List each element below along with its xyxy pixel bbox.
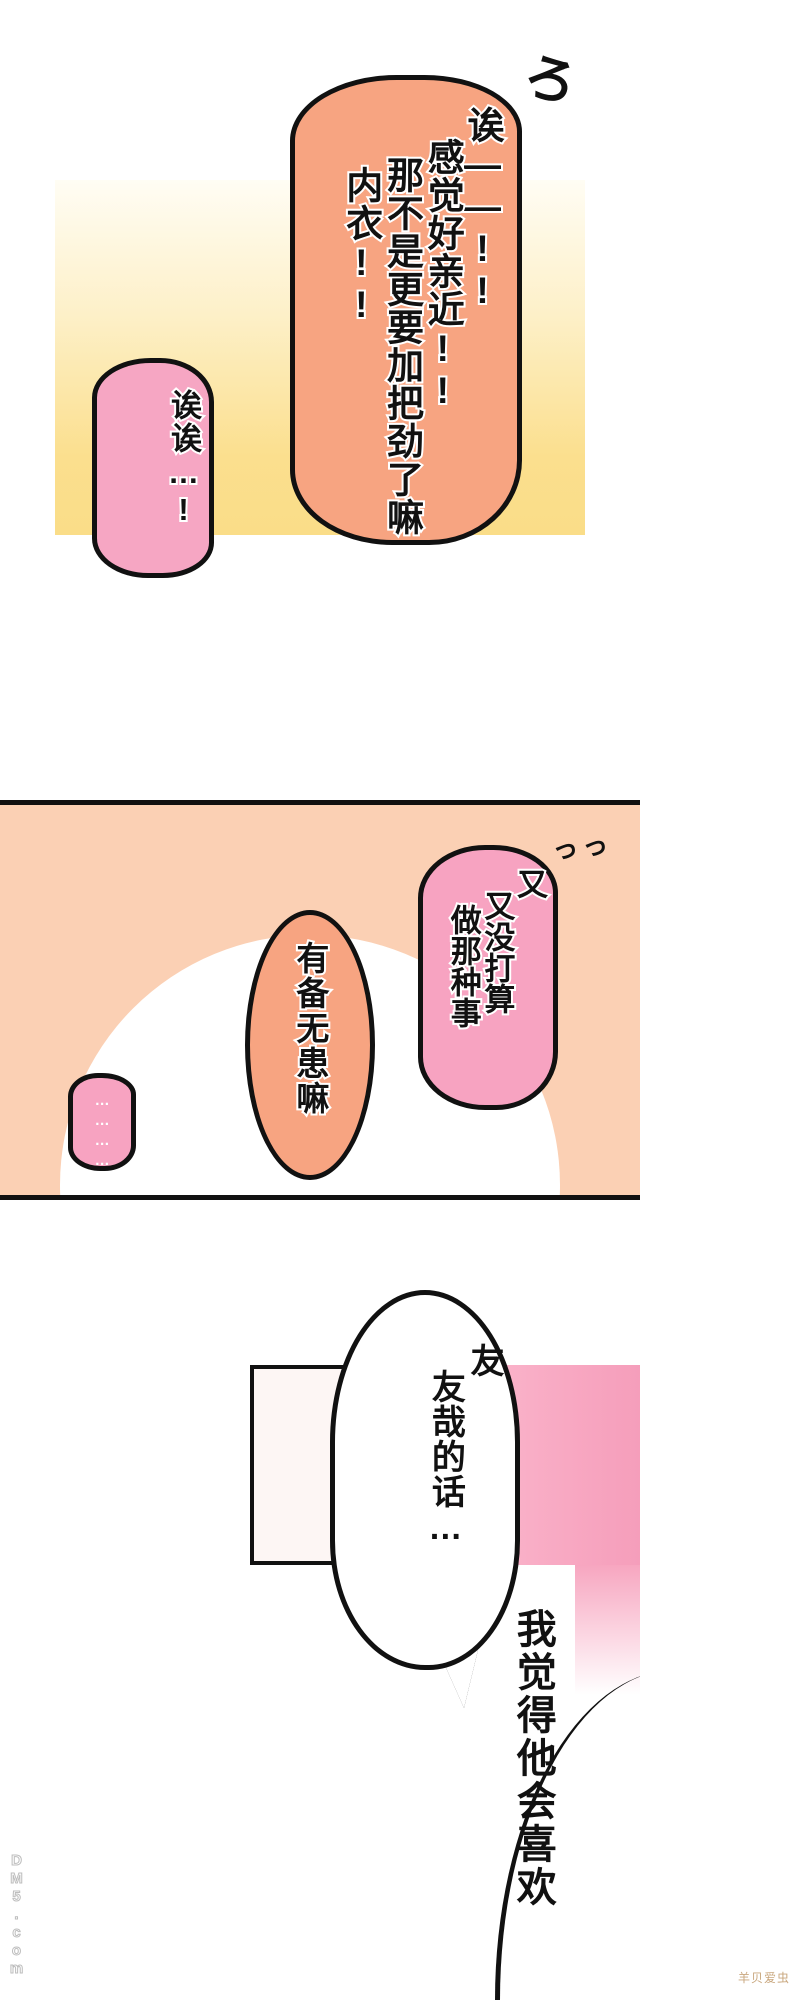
shout-effect-mark: ろ: [516, 45, 584, 117]
credit-watermark: 羊贝爱虫: [737, 1971, 790, 1985]
bubble-pink-panel2-line-3: 做那种事: [444, 902, 483, 1030]
bubble-pink-panel2-line-2: 又没打算: [477, 888, 516, 1016]
speech-bubble-dots-panel2: …………: [68, 1073, 136, 1172]
bubble-white-panel3-line-1: 友: [465, 1343, 503, 1378]
speech-bubble-shout: 诶——!! 感觉好亲近!! 那不是更要加把劲了嘛 内衣!!: [290, 75, 522, 545]
speech-bubble-pink-panel1: 诶诶…!: [92, 358, 214, 578]
bubble-shout-line-3: 那不是更要加把劲了嘛: [380, 154, 425, 538]
thought-effect-mark: っっ: [550, 828, 614, 866]
speech-bubble-pink-panel2: 又 又没打算 做那种事: [418, 845, 558, 1110]
speech-bubble-orange-panel2: 有备无患嘛: [245, 910, 375, 1180]
bubble-white-panel3-line-2: 友哉的话…: [426, 1369, 465, 1548]
bubble-orange-panel2-text: 有备无患嘛: [290, 939, 331, 1118]
comic-panel-3: 友 友哉的话… 我觉得他会喜欢: [0, 1270, 640, 2000]
bubble-pink-panel1-text: 诶诶…!: [164, 387, 203, 531]
speech-bubble-white-panel3: 友 友哉的话…: [330, 1290, 520, 1670]
bubble-dots-panel2-text: …………: [93, 1092, 111, 1172]
comic-panel-2: っっ 有备无患嘛 又 又没打算 做那种事 …………: [0, 800, 640, 1200]
site-watermark: DM5.com: [8, 1852, 26, 1979]
bubble-shout-line-2: 感觉好亲近!!: [420, 136, 465, 414]
panel-3-pink-tail: [575, 1565, 640, 1695]
bubble-shout-line-1: 诶——!!: [460, 104, 505, 314]
comic-panel-1: ろ 诶——!! 感觉好亲近!! 那不是更要加把劲了嘛 内衣!! 诶诶…!: [0, 0, 640, 620]
bubble-pink-panel2-line-1: 又: [510, 866, 549, 901]
panel-3-free-dialogue: 我觉得他会喜欢: [510, 1608, 555, 1909]
bubble-shout-line-4: 内衣!!: [339, 164, 384, 328]
